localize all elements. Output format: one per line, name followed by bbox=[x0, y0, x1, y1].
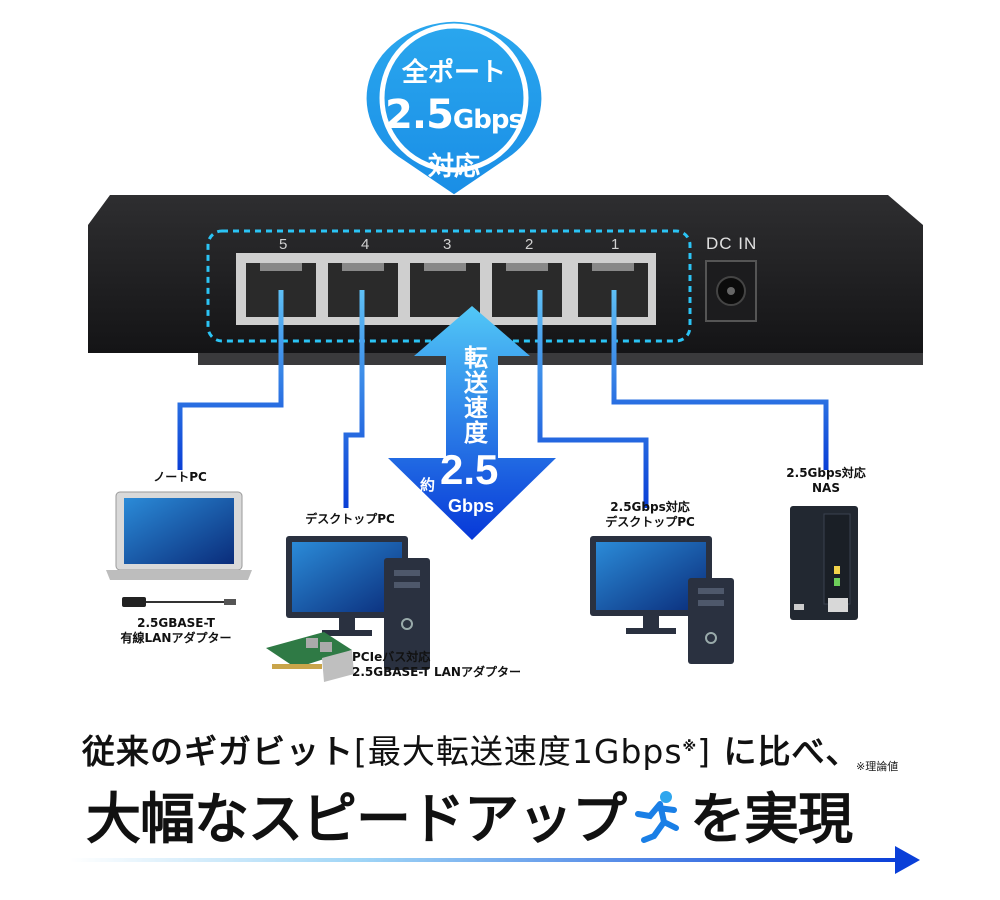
pcie-card-illustration bbox=[266, 632, 354, 682]
desktop-pc-illustration bbox=[286, 536, 430, 670]
speed-arrow bbox=[388, 306, 556, 540]
transfer-approx: 約 bbox=[420, 476, 436, 494]
network-switch bbox=[88, 195, 923, 365]
transfer-value: 2.5 bbox=[440, 446, 499, 493]
laptop-label: ノートPC bbox=[153, 470, 207, 484]
desktop25-label: 2.5Gbps対応デスクトップPC bbox=[605, 500, 695, 529]
port-label-1: 1 bbox=[611, 236, 620, 253]
headline-line1: 従来のギガビット[最大転送速度1Gbps※] に比べ、 bbox=[82, 732, 860, 771]
callout-line3: 対応 bbox=[427, 152, 480, 182]
desktop-pc-25g-illustration bbox=[590, 536, 734, 664]
callout-line1: 全ポート bbox=[401, 58, 506, 88]
transfer-unit: Gbps bbox=[448, 496, 495, 516]
transfer-label: 転送速度 bbox=[464, 344, 488, 447]
port-label-5: 5 bbox=[279, 236, 288, 253]
runner-icon bbox=[635, 791, 680, 843]
desktop-label: デスクトップPC bbox=[305, 512, 395, 526]
headline-line2: 大幅なスピードアップ を実現 bbox=[86, 787, 853, 851]
dc-in-label: DC IN bbox=[706, 234, 758, 253]
usb-adapter-illustration bbox=[122, 597, 236, 607]
laptop-illustration bbox=[106, 491, 252, 580]
footnote: ※理論値 bbox=[856, 760, 899, 773]
callout-bubble bbox=[366, 21, 542, 195]
nas-illustration bbox=[790, 506, 858, 620]
port-label-2: 2 bbox=[525, 236, 534, 253]
callout-speed: 2.5Gbps bbox=[385, 92, 524, 138]
port-label-3: 3 bbox=[443, 236, 452, 253]
port-label-4: 4 bbox=[361, 236, 370, 253]
